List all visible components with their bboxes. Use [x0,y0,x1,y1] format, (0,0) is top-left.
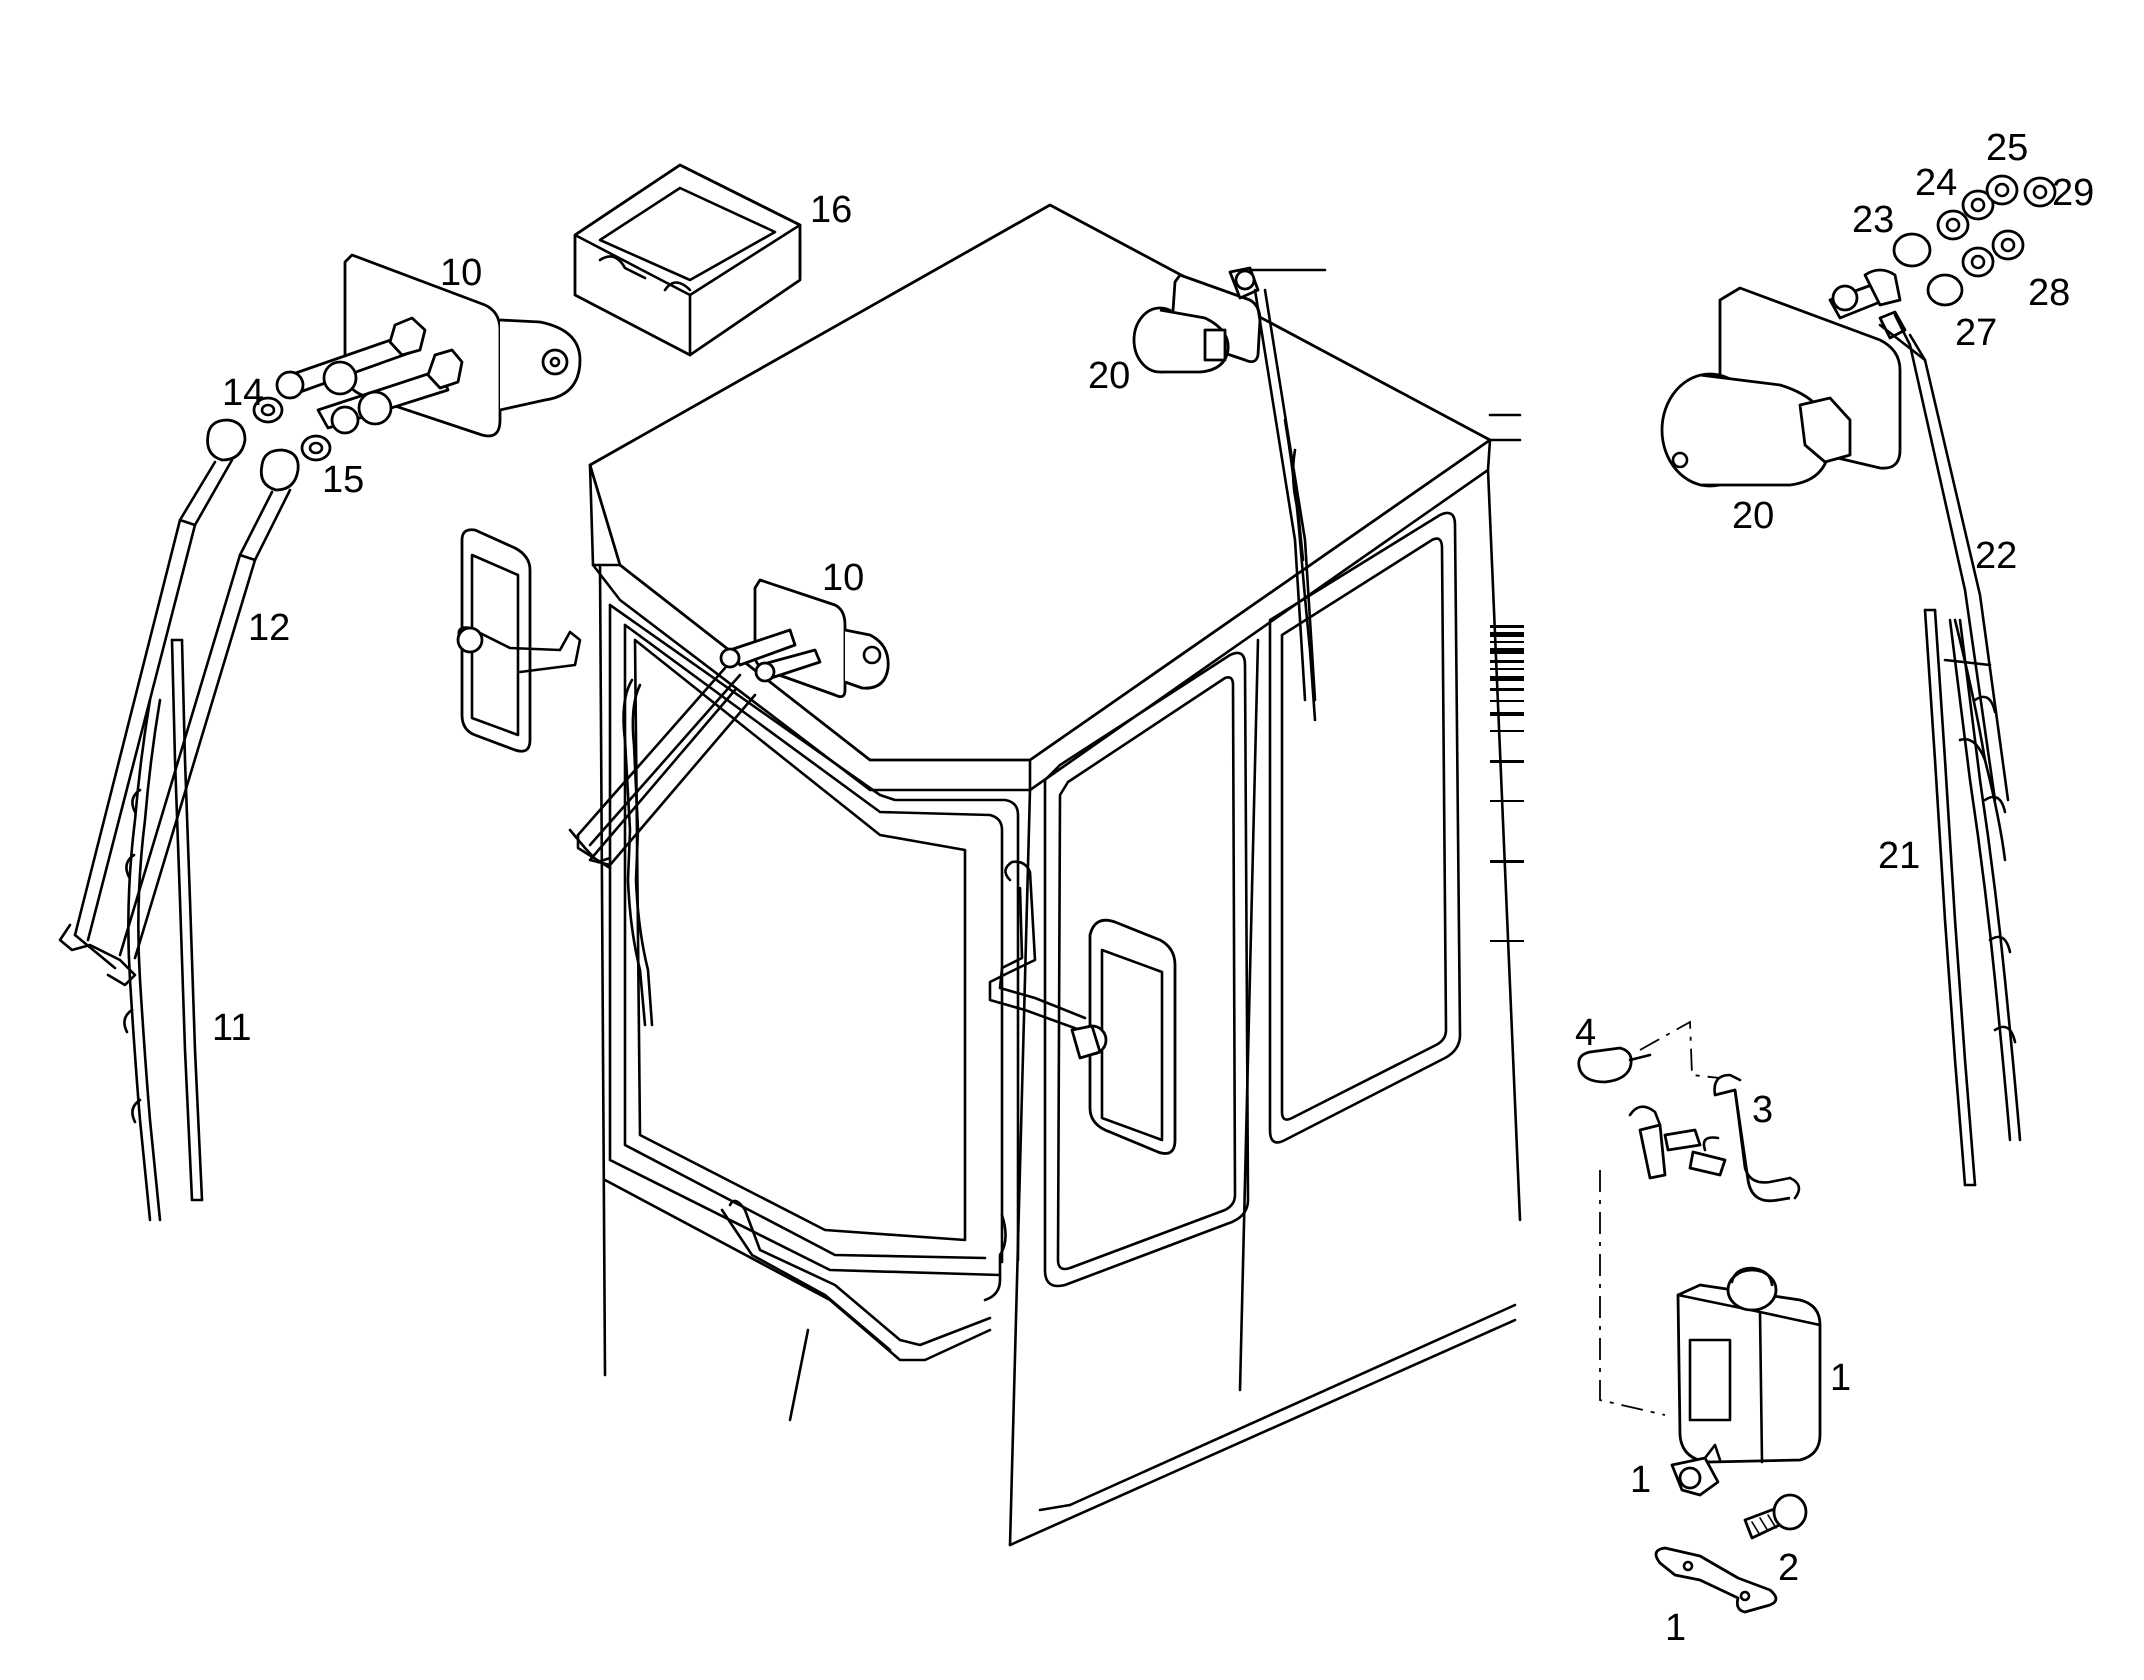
washer-hose-routing [720,1199,1007,1422]
washer-system [1577,1020,1822,1614]
callout-3: 3 [1752,1089,1773,1131]
callout-21: 21 [1878,835,1920,877]
rear-blade-21 [1923,608,2022,1187]
side-mirror [988,860,1177,1155]
callout-2: 2 [1778,1547,1799,1589]
callout-1-pump: 1 [1630,1459,1651,1501]
front-wiper-exploded [58,253,582,1222]
callout-29: 29 [2052,172,2094,214]
callout-1-bracket: 1 [1665,1607,1686,1649]
washer-14 [252,396,284,424]
rear-wiper-motor-20 [1660,268,2010,862]
callout-25: 25 [1986,127,2028,169]
callout-11: 11 [212,1007,251,1049]
callout-1-reservoir: 1 [1830,1357,1851,1399]
callout-27: 27 [1955,312,1997,354]
callout-14: 14 [222,372,264,414]
storage-tray-16 [573,163,802,357]
callout-28: 28 [2028,272,2070,314]
washer-15 [300,434,332,462]
callout-4: 4 [1575,1012,1596,1054]
callout-22: 22 [1975,535,2017,577]
callout-20-right: 20 [1732,495,1774,537]
left-mirror [456,528,582,753]
callout-20-cab: 20 [1088,355,1130,397]
callout-10-cab: 10 [822,557,864,599]
washer-stack [1892,174,2057,307]
bracket-1 [1654,1546,1778,1614]
callout-23: 23 [1852,199,1894,241]
rear-wiper-mounted [1132,266,1327,722]
callout-labels: 16 10 14 15 12 11 10 20 25 24 29 23 28 2… [212,127,2094,1649]
washer-nozzle-4 [1577,1046,1633,1084]
callout-15: 15 [322,459,364,501]
edge-marks [1490,625,1524,942]
cab-body [588,203,1524,1547]
callout-10-left: 10 [440,252,482,294]
callout-16: 16 [810,189,852,231]
front-wiper-motor-mounted [568,578,890,1027]
washer-reservoir-1 [1676,1283,1822,1464]
callout-12: 12 [248,607,290,649]
callout-24: 24 [1915,162,1957,204]
